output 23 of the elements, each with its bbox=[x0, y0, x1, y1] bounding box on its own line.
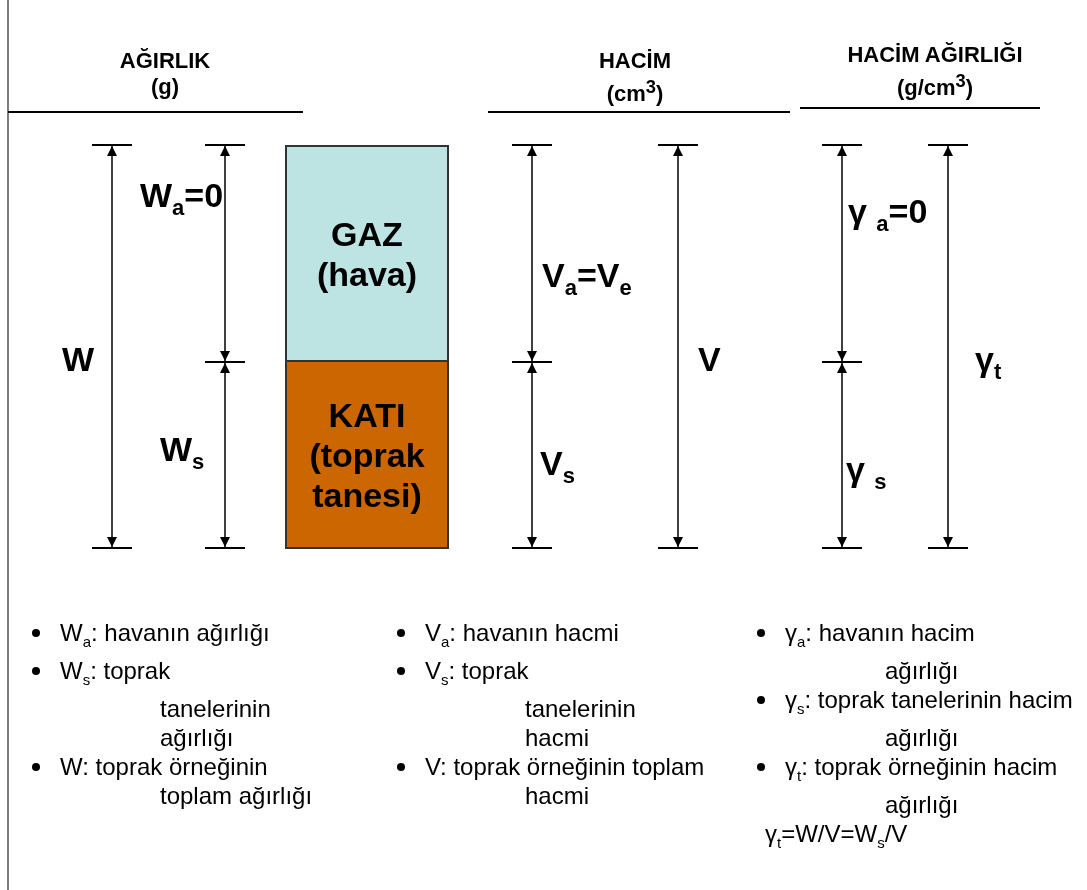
dimension-label: W$_{s}$ bbox=[160, 430, 205, 476]
phase-box bbox=[285, 362, 449, 549]
dimension-label: V$_{s}$ bbox=[540, 444, 575, 490]
dimension-label: V bbox=[698, 340, 721, 378]
phase-box bbox=[285, 145, 449, 362]
definition-text: W$_{s}$: toprak tanelerinin ağırlığı bbox=[60, 656, 270, 752]
definition-text: V$_{a}$: havanın hacmi bbox=[425, 618, 620, 652]
dimension-label: γ$_{t}$ bbox=[975, 340, 1002, 386]
phase-label: GAZ (hava) bbox=[315, 213, 419, 294]
dimension-label: γ $_{a}$=0 bbox=[848, 192, 928, 238]
definition-text: V$_{s}$: toprak tanelerinin hacmi bbox=[425, 656, 635, 752]
dimension-label: W$_{a}$=0 bbox=[140, 176, 224, 222]
dimension-label: γ $_{s}$ bbox=[846, 450, 887, 496]
definition-text: W$_{a}$: havanın ağırlığı bbox=[60, 618, 271, 652]
definition-text: V: toprak örneğinin toplam hacmi bbox=[425, 752, 706, 810]
column-heading: HACİM (cm$^{3}$) bbox=[597, 48, 673, 108]
formula-text: γ$_{t}$=W/V=W$_{s}$/V bbox=[765, 819, 908, 853]
definition-text: W: toprak örneğinin toplam ağırlığı bbox=[60, 752, 314, 810]
column-heading: AĞIRLIK (g) bbox=[118, 48, 212, 100]
phase-label: KATI (toprak tanesi) bbox=[308, 394, 426, 515]
dimension-label: W bbox=[62, 340, 95, 378]
dimension-label: V$_{a}$=V$_{e}$ bbox=[542, 256, 632, 302]
column-heading: HACİM AĞIRLIĞI (g/cm$^{3}$) bbox=[846, 42, 1024, 102]
